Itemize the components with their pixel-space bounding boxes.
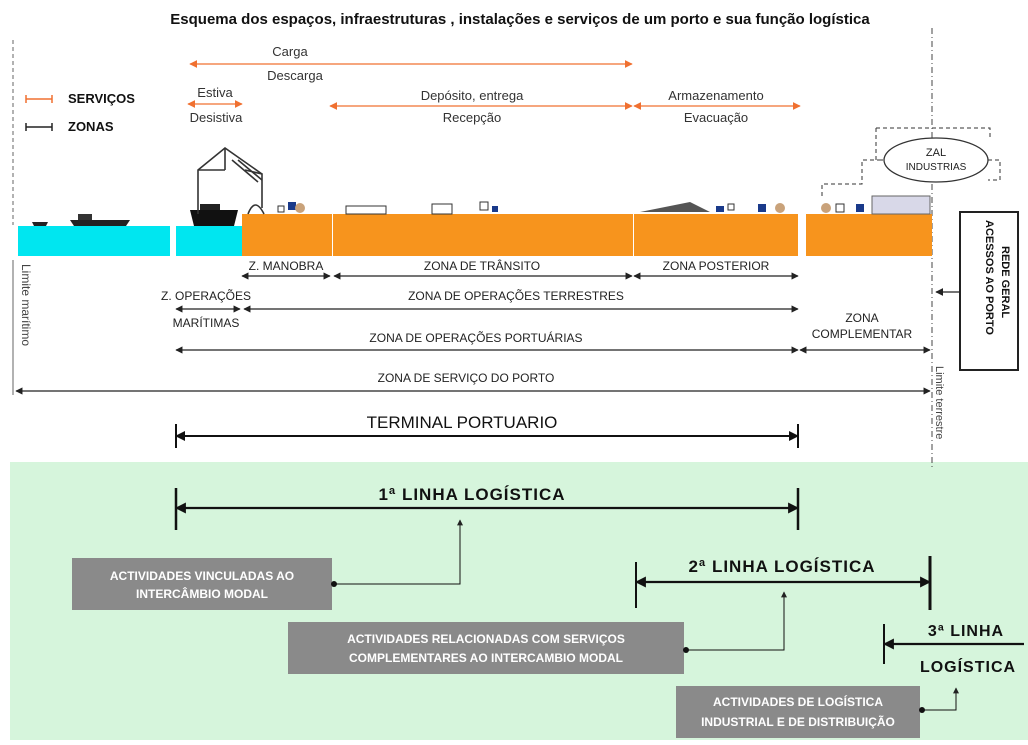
ship-icon-berth: [190, 204, 238, 226]
zone-transito-label: ZONA DE TRÂNSITO: [424, 258, 540, 273]
maritime-limit-label: Limite marítimo: [19, 264, 33, 346]
legend: SERVIÇOS ZONAS: [25, 91, 135, 134]
land-manobra: [242, 214, 332, 256]
zones-row-1: Z. MANOBRA ZONA DE TRÂNSITO ZONA POSTERI…: [241, 258, 799, 280]
service-desistiva-label: Desistiva: [190, 110, 244, 125]
zone-posterior-label: ZONA POSTERIOR: [663, 259, 770, 273]
service-deposito-label: Depósito, entrega: [421, 88, 524, 103]
water-berth: [176, 226, 242, 256]
logistics-line-3: 3ª LINHA LOGÍSTICA: [882, 623, 1024, 676]
small-boat-icon: [32, 222, 48, 226]
activity-1-connector: [334, 519, 463, 585]
logistics-line-2: 2ª LINHA LOGÍSTICA: [634, 556, 932, 610]
logistics-line-1: 1ª LINHA LOGÍSTICA: [174, 485, 800, 530]
legend-servicos-label: SERVIÇOS: [68, 91, 135, 106]
activity-1-dot: [331, 581, 337, 587]
zone-manobra-label: Z. MANOBRA: [249, 259, 324, 273]
port-cross-section: [18, 214, 932, 256]
zone-servico-porto-label: ZONA DE SERVIÇO DO PORTO: [378, 371, 555, 385]
activity-box-1: ACTIVIDADES VINCULADAS AO INTERCÂMBIO MO…: [72, 558, 332, 610]
zal-connector-right: [988, 159, 1001, 181]
service-carga-label: Carga: [272, 44, 308, 59]
activity-box-3: ACTIVIDADES DE LOGÍSTICA INDUSTRIAL E DE…: [676, 686, 920, 738]
logistics-line-3-label-a: 3ª LINHA: [928, 623, 1004, 640]
activity-box-3-line2: INDUSTRIAL E DE DISTRIBUIÇÃO: [701, 714, 895, 729]
acessos-line2: REDE GERAL: [999, 246, 1011, 318]
acessos-box: ACESSOS AO PORTO REDE GERAL: [935, 211, 1019, 371]
service-estiva-label: Estiva: [197, 85, 233, 100]
zal-area: ZAL INDUSTRIAS: [821, 127, 1001, 196]
activity-3-connector: [922, 687, 959, 711]
diagram-title: Esquema dos espaços, infraestruturas , i…: [170, 11, 870, 28]
land-limit-label: Limite terrestre: [933, 366, 945, 439]
activity-box-2-line1: ACTIVIDADES RELACIONADAS COM SERVIÇOS: [347, 632, 625, 646]
land-posterior: [634, 214, 798, 256]
acessos-line1: ACESSOS AO PORTO: [983, 220, 995, 335]
zal-connector-top: [876, 127, 991, 140]
service-evacuacao-label: Evacuação: [684, 110, 748, 125]
services-group: Carga Descarga Estiva Desistiva Depósito…: [187, 44, 801, 125]
zone-op-maritimas-line1: Z. OPERAÇÕES: [161, 288, 251, 303]
terminal-equipment-icons: [277, 195, 931, 215]
activity-box-1-line2: INTERCÂMBIO MODAL: [136, 586, 268, 601]
service-descarga-label: Descarga: [267, 68, 323, 83]
activity-2-dot: [683, 647, 689, 653]
terminal-portuario-label: TERMINAL PORTUARIO: [367, 413, 558, 432]
zal-connector-left: [875, 128, 884, 161]
land-transito: [333, 214, 633, 256]
zone-complementar-line1: ZONA: [845, 311, 878, 325]
zal-label: ZAL: [926, 147, 946, 159]
activity-box-1-line1: ACTIVIDADES VINCULADAS AO: [110, 569, 294, 583]
land-complementar: [806, 214, 932, 256]
activity-box-2-line2: COMPLEMENTARES AO INTERCAMBIO MODAL: [349, 651, 623, 665]
acessos-frame: [959, 211, 1019, 371]
zal-industrias-label: INDUSTRIAS: [906, 162, 967, 173]
crane-icon: [197, 146, 265, 215]
zal-ellipse: [883, 137, 989, 183]
activity-box-2-bg: [288, 622, 684, 674]
logistics-line-3-label-b: LOGÍSTICA: [920, 657, 1016, 676]
activity-box-3-bg: [676, 686, 920, 738]
service-recepcao-label: Recepção: [443, 110, 502, 125]
ship-icon-sea: [70, 214, 130, 226]
zone-op-portuarias-label: ZONA DE OPERAÇÕES PORTUÁRIAS: [369, 330, 582, 345]
zones-row-3: ZONA DE OPERAÇÕES PORTUÁRIAS ZONA COMPLE…: [175, 311, 931, 354]
activity-box-2: ACTIVIDADES RELACIONADAS COM SERVIÇOS CO…: [288, 622, 684, 674]
logistics-line-1-label: 1ª LINHA LOGÍSTICA: [378, 485, 565, 504]
service-armazenamento-label: Armazenamento: [668, 88, 763, 103]
activity-2-connector: [686, 591, 787, 651]
zal-connector-lower: [821, 159, 884, 196]
logistics-line-2-label: 2ª LINHA LOGÍSTICA: [688, 557, 875, 576]
zone-complementar-line2: COMPLEMENTAR: [812, 327, 913, 341]
legend-zonas-label: ZONAS: [68, 119, 114, 134]
zone-op-terrestres-label: ZONA DE OPERAÇÕES TERRESTRES: [408, 288, 624, 303]
activity-box-1-bg: [72, 558, 332, 610]
zones-row-2: Z. OPERAÇÕES MARÍTIMAS ZONA DE OPERAÇÕES…: [161, 288, 799, 330]
water-sea: [18, 226, 170, 256]
activity-3-dot: [919, 707, 925, 713]
zone-op-maritimas-line2: MARÍTIMAS: [173, 315, 240, 330]
activity-box-3-line1: ACTIVIDADES DE LOGÍSTICA: [713, 694, 883, 709]
